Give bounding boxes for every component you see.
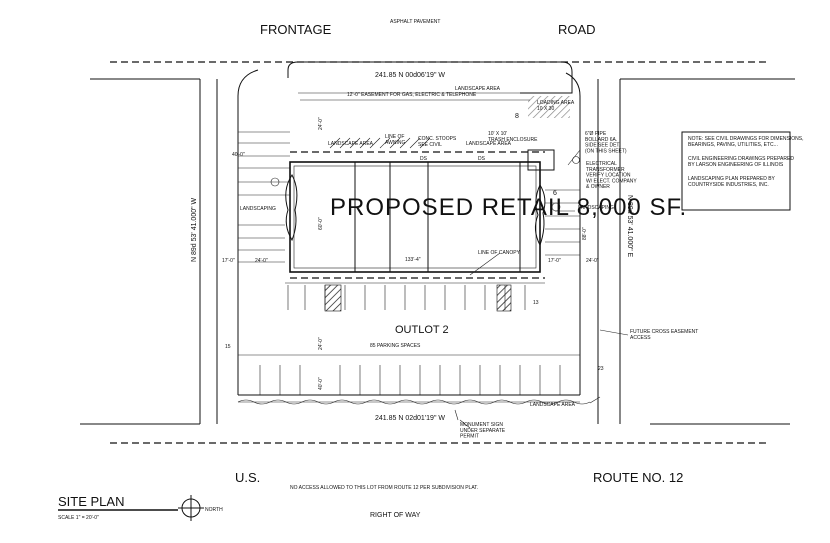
trash-enclosure [527, 149, 555, 171]
trash-enclosure-label: 10' X 10'TRASH ENCLOSURE [488, 131, 538, 143]
route-12-lines [80, 423, 790, 444]
dim-133: 133'-4" [405, 257, 421, 263]
line-of-canopy-label: LINE OF CANOPY [478, 250, 521, 256]
landscaping-left-label: LANDSCAPING [240, 206, 276, 212]
parking-stripes-right [545, 189, 580, 256]
north-arrow-icon [178, 495, 204, 521]
dim-24-vert: 24'-0" [318, 117, 324, 130]
parking-stripes-bottom-row2 [238, 354, 580, 403]
parking-spaces-label: 85 PARKING SPACES [370, 343, 421, 349]
site-plan-title: SITE PLAN [58, 494, 124, 509]
right-drive [579, 79, 621, 424]
dim-17-left: 17'-0" [222, 258, 235, 264]
top-landscape-island [287, 61, 573, 94]
count-13: 13 [533, 300, 539, 306]
street-road: ROAD [558, 22, 596, 37]
landscaping-right-label: LANDSCAPING [578, 205, 614, 211]
easement-label: 12'-0" EASEMENT FOR GAS, ELECTRIC & TELE… [347, 92, 477, 98]
dim-40: 40'-0" [232, 152, 245, 158]
count-8: 8 [515, 113, 519, 120]
loading-area [528, 96, 570, 118]
bollard-icon [572, 156, 580, 164]
scale-label: SCALE 1" = 20'-0" [58, 515, 99, 521]
dim-40-vert: 40'-0" [318, 377, 324, 390]
landscape-area-top-label: LANDSCAPE AREA [455, 86, 501, 92]
building-footprint [289, 151, 545, 279]
left-boundary-dimension: N 89d 53' 41.000" W [191, 197, 198, 262]
dim-24-right: 24'-0" [586, 258, 599, 264]
dim-88: 88'-0" [582, 227, 588, 240]
landscape-area-bottom-label: LANDSCAPE AREA [530, 402, 576, 408]
dim-24-vert-b: 24'-0" [318, 337, 324, 350]
landscape-edge-bottom [237, 399, 591, 405]
count-23: 23 [598, 366, 604, 372]
count-15: 15 [225, 344, 231, 350]
count-6: 6 [553, 190, 557, 197]
left-drive [199, 79, 239, 424]
dim-17-right: 17'-0" [548, 258, 561, 264]
landscape-area-right-label: LANDSCAPE AREA [466, 141, 512, 147]
parking-stripes-left [238, 131, 290, 263]
leader-lines [454, 149, 629, 429]
right-boundary-dimension: N 89d 53' 41.000" E [626, 195, 633, 258]
bottom-boundary-dimension: 241.85 N 02d01'19" W [375, 415, 445, 422]
accessible-stall-aisle-2 [496, 284, 512, 312]
ds-label-1: DS [420, 156, 428, 162]
asphalt-pavement-label: ASPHALT PAVEMENT [390, 19, 440, 25]
top-boundary-dimension: 241.85 N 00d06'19" W [375, 72, 445, 79]
outlot-label: OUTLOT 2 [395, 324, 449, 336]
dim-60: 60'-0" [318, 217, 324, 230]
no-access-note: NO ACCESS ALLOWED TO THIS LOT FROM ROUTE… [290, 485, 478, 491]
awning-hatch [329, 137, 431, 149]
notes-box [681, 131, 791, 211]
dim-24-left: 24'-0" [255, 258, 268, 264]
street-route-12: ROUTE NO. 12 [593, 470, 683, 485]
landscape-bed-left [285, 174, 298, 242]
accessible-stall-aisle-1 [324, 284, 342, 312]
street-frontage: FRONTAGE [260, 22, 332, 37]
street-us: U.S. [235, 470, 260, 485]
note-1: NOTE: SEE CIVIL DRAWINGS FOR DIMENSIONS,… [688, 136, 803, 148]
north-label: NORTH [205, 507, 223, 513]
building-label: PROPOSED RETAIL 8,000 SF. [330, 194, 687, 221]
ds-label-2: DS [478, 156, 486, 162]
landscape-bed-right [534, 183, 546, 247]
tree-icon [270, 177, 280, 187]
right-of-way-label: RIGHT OF WAY [370, 512, 421, 519]
landscape-area-inner-label: LANDSCAPE AREA [328, 141, 374, 147]
